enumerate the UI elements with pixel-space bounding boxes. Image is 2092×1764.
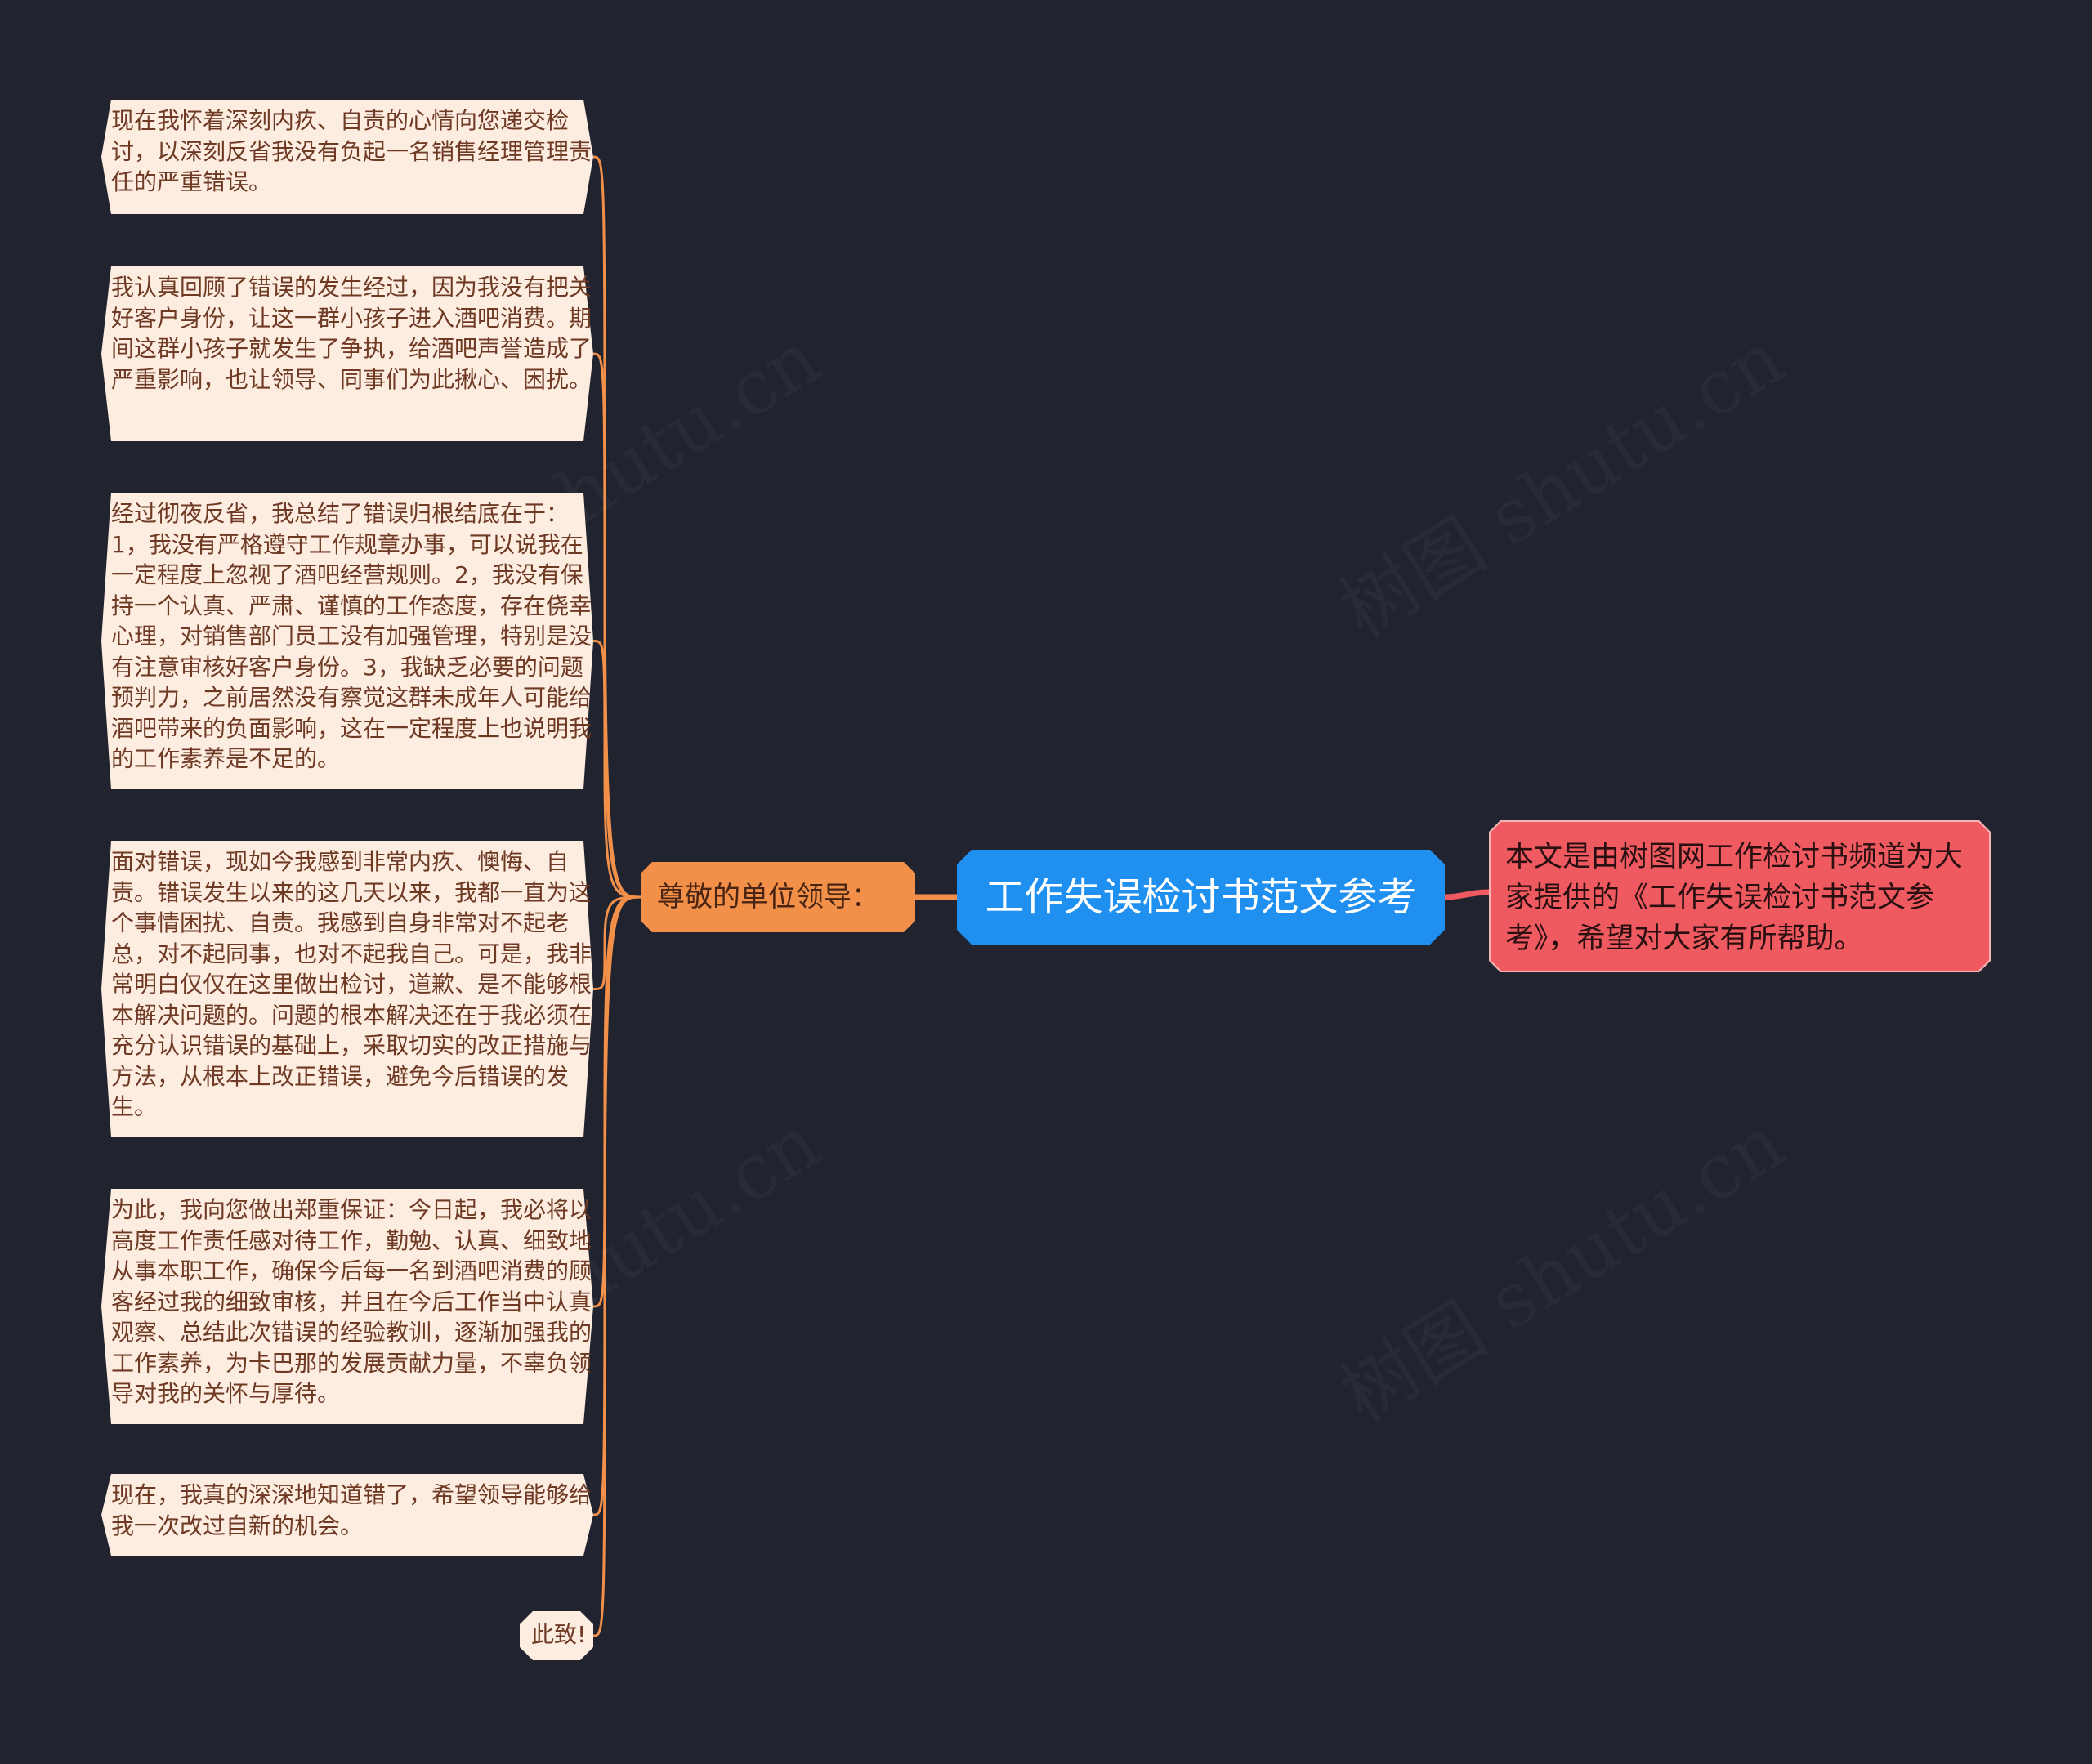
connector-branch-leaf-7 bbox=[592, 895, 641, 1637]
summary-text: 本文是由树图网工作检讨书频道为大家提供的《工作失误检讨书范文参考》，希望对大家有… bbox=[1505, 841, 1964, 955]
branch-label: 尊敬的单位领导： bbox=[657, 881, 879, 913]
root-title: 工作失误检讨书范文参考 bbox=[985, 874, 1417, 920]
paragraph-text: 现在我怀着深刻内疚、自责的心情向您递交检讨，以深刻反省我没有负起一名销售经理管理… bbox=[111, 107, 592, 195]
paragraph-text: 现在，我真的深深地知道错了，希望领导能够给我一次改过自新的机会。 bbox=[111, 1481, 592, 1539]
paragraph-text: 此致! bbox=[531, 1621, 587, 1648]
paragraph-text: 面对错误，现如今我感到非常内疚、懊悔、自责。错误发生以来的这几天以来，我都一直为… bbox=[111, 848, 592, 1120]
connector-branch-leaf-5 bbox=[592, 895, 641, 1308]
paragraph-node-6[interactable]: 现在，我真的深深地知道错了，希望领导能够给我一次改过自新的机会。 bbox=[101, 1474, 593, 1556]
summary-node[interactable]: 本文是由树图网工作检讨书频道为大家提供的《工作失误检讨书范文参考》，希望对大家有… bbox=[1489, 820, 1991, 972]
paragraph-node-3[interactable]: 经过彻夜反省，我总结了错误归根结底在于：1，我没有严格遵守工作规章办事，可以说我… bbox=[101, 493, 593, 789]
branch-node[interactable]: 尊敬的单位领导： bbox=[641, 862, 915, 932]
paragraph-node-2[interactable]: 我认真回顾了错误的发生经过，因为我没有把关好客户身份，让这一群小孩子进入酒吧消费… bbox=[101, 266, 593, 441]
connector-branch-leaves bbox=[592, 155, 641, 1637]
connector-branch-leaf-2 bbox=[592, 352, 641, 899]
paragraph-node-7[interactable]: 此致! bbox=[520, 1611, 593, 1660]
paragraph-text: 我认真回顾了错误的发生经过，因为我没有把关好客户身份，让这一群小孩子进入酒吧消费… bbox=[111, 274, 592, 393]
paragraph-text: 经过彻夜反省，我总结了错误归根结底在于：1，我没有严格遵守工作规章办事，可以说我… bbox=[111, 500, 592, 772]
connector-branch-leaf-6 bbox=[592, 895, 641, 1516]
connector-branch-leaf-1 bbox=[592, 155, 641, 899]
connector-root-summary bbox=[1444, 889, 1490, 900]
root-node[interactable]: 工作失误检讨书范文参考 bbox=[957, 850, 1445, 945]
connector-branch-leaf-4 bbox=[592, 895, 641, 990]
paragraph-node-1[interactable]: 现在我怀着深刻内疚、自责的心情向您递交检讨，以深刻反省我没有负起一名销售经理管理… bbox=[101, 100, 593, 214]
paragraph-text: 为此，我向您做出郑重保证：今日起，我必将以高度工作责任感对待工作，勤勉、认真、细… bbox=[111, 1196, 592, 1407]
paragraph-node-5[interactable]: 为此，我向您做出郑重保证：今日起，我必将以高度工作责任感对待工作，勤勉、认真、细… bbox=[101, 1189, 593, 1424]
connector-branch-leaf-3 bbox=[592, 640, 641, 899]
paragraph-node-4[interactable]: 面对错误，现如今我感到非常内疚、懊悔、自责。错误发生以来的这几天以来，我都一直为… bbox=[101, 841, 593, 1137]
